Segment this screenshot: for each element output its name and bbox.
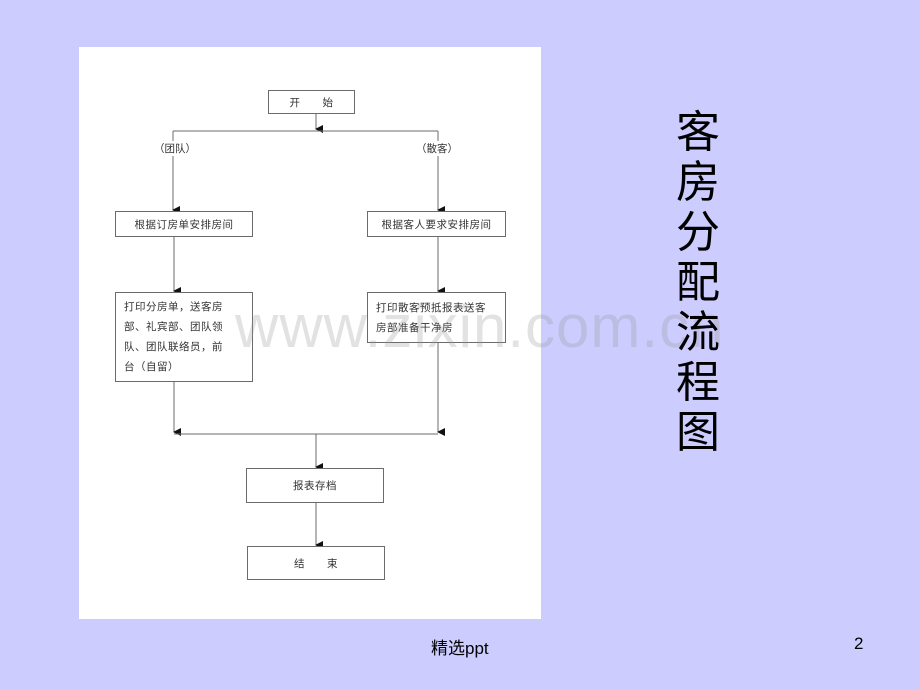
title-char: 分: [676, 207, 720, 258]
group-print-line: 部、礼宾部、团队领: [124, 321, 223, 333]
group-branch-label: （团队）: [152, 141, 198, 156]
title-char: 房: [676, 157, 720, 208]
archive-node: 报表存档: [246, 468, 384, 503]
group-print-node: 打印分房单，送客房 部、礼宾部、团队领 队、团队联络员，前 台（自留）: [115, 292, 253, 382]
title-char: 配: [676, 257, 720, 308]
end-node: 结 束: [247, 546, 385, 580]
group-assign-node: 根据订房单安排房间: [115, 211, 253, 237]
individual-branch-label: （散客）: [414, 141, 460, 156]
individual-print-node: 打印散客预抵报表送客 房部准备干净房: [367, 292, 506, 343]
start-node: 开 始: [268, 90, 355, 114]
title-char: 流: [676, 307, 720, 358]
individual-print-line: 打印散客预抵报表送客: [376, 301, 486, 314]
group-print-line: 打印分房单，送客房: [124, 301, 223, 313]
individual-assign-node: 根据客人要求安排房间: [367, 211, 506, 237]
individual-print-line: 房部准备干净房: [376, 321, 453, 334]
group-print-line: 队、团队联络员，前: [124, 341, 223, 353]
title-char: 客: [676, 107, 720, 158]
group-print-line: 台（自留）: [124, 361, 179, 373]
title-char: 图: [676, 407, 720, 458]
title-char: 程: [676, 357, 720, 408]
slide-title: 客 房 分 配 流 程 图: [668, 108, 728, 458]
page-number: 2: [854, 634, 864, 653]
footer-text: 精选ppt: [431, 639, 489, 658]
